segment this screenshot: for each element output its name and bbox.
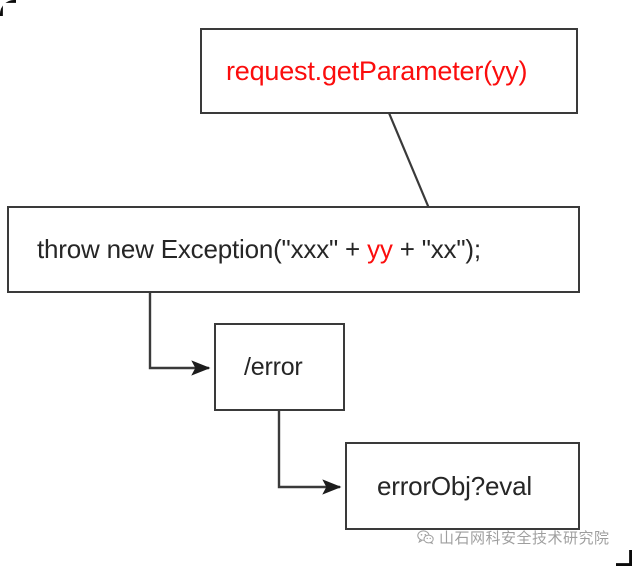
node-throw-label: throw new Exception("xxx" + yy + "xx"); (37, 234, 481, 265)
node-request-label: request.getParameter(yy) (226, 55, 528, 86)
corner-artifact-top-left (0, 0, 16, 16)
edge-error-to-erroreval (277, 411, 342, 495)
edge-throw-to-error (148, 293, 211, 376)
node-errorobj-eval-label: errorObj?eval (377, 470, 532, 501)
watermark-text: 山石网科安全技术研究院 (439, 529, 610, 547)
node-request-getparameter[interactable]: request.getParameter(yy) (200, 28, 578, 114)
node-errorobj-eval[interactable]: errorObj?eval (345, 442, 580, 530)
wechat-icon (417, 530, 434, 545)
corner-artifact-bottom-right (616, 550, 632, 566)
node-error-path[interactable]: /error (214, 323, 345, 411)
node-throw-label-prefix: throw new Exception("xxx" + (37, 234, 368, 264)
node-throw-label-suffix: + "xx"); (392, 234, 481, 264)
watermark: 山石网科安全技术研究院 (417, 527, 610, 548)
node-throw-exception[interactable]: throw new Exception("xxx" + yy + "xx"); (7, 206, 580, 293)
node-error-label: /error (244, 352, 303, 381)
node-throw-label-highlight: yy (367, 234, 393, 264)
